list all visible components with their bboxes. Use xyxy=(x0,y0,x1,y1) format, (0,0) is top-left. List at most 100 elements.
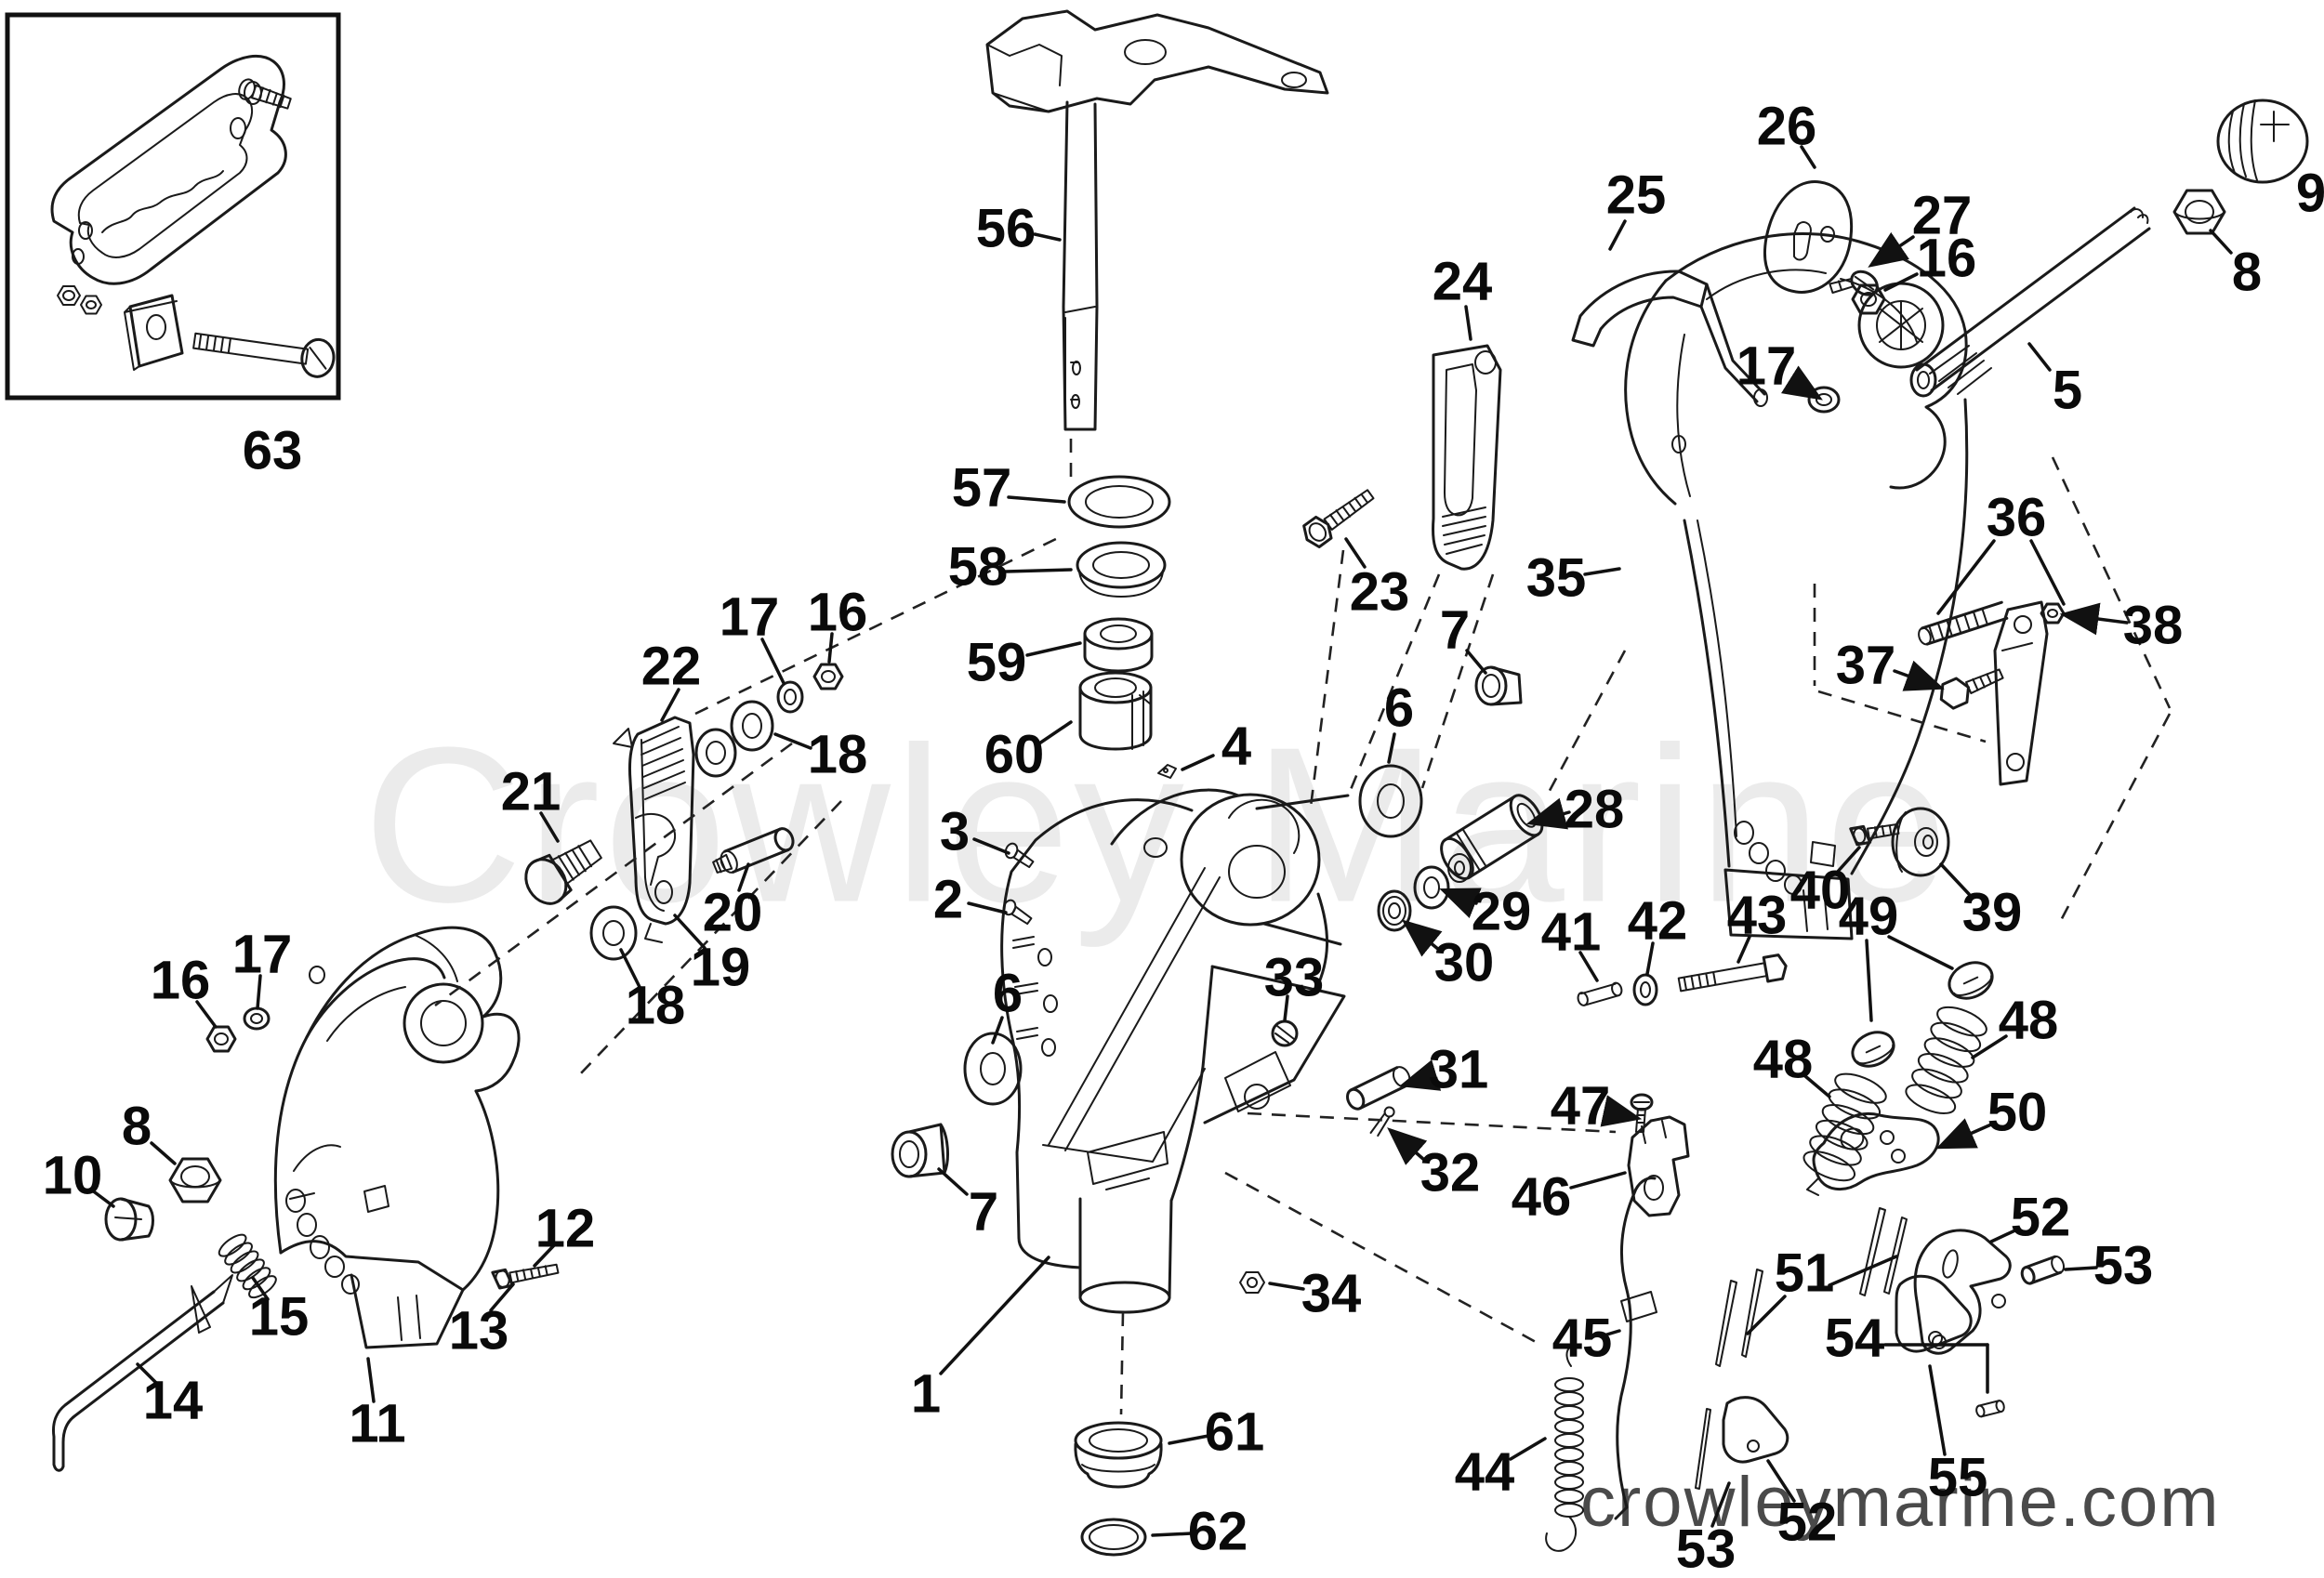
transom-plate-drawing xyxy=(50,54,287,285)
callout-leader-48 xyxy=(1803,1074,1831,1098)
bushing-7-left-drawing xyxy=(891,1123,949,1178)
part-callout-48: 48 xyxy=(1753,1030,1814,1090)
callout-leader-39 xyxy=(1939,862,1971,896)
part-callout-26: 26 xyxy=(1757,97,1817,157)
seal-30-drawing xyxy=(1377,889,1412,932)
callout-leader-13 xyxy=(489,1282,515,1312)
part-callout-47: 47 xyxy=(1551,1076,1611,1137)
part-callout-18: 18 xyxy=(808,725,868,785)
callout-leader-24 xyxy=(1464,305,1472,341)
spring-48-right-drawing xyxy=(1905,1006,1987,1114)
callout-leader-59 xyxy=(1025,641,1082,657)
callout-leader-3 xyxy=(972,837,1010,855)
callout-leader-5 xyxy=(2027,342,2052,372)
callout-leader-30 xyxy=(1401,919,1443,957)
callout-leader-8 xyxy=(150,1141,177,1165)
pin-53a-drawing xyxy=(2020,1255,2066,1285)
nut-16-left-drawing xyxy=(205,1025,237,1053)
plug-33-drawing xyxy=(1271,1019,1299,1047)
ratchet-lever-24-drawing xyxy=(1432,344,1502,571)
part-callout-32: 32 xyxy=(1420,1143,1481,1203)
washers-18-drawing xyxy=(589,700,774,961)
part-callout-43: 43 xyxy=(1727,886,1788,946)
washer-17-lever-drawing xyxy=(776,680,804,714)
callout-leader-56 xyxy=(1033,232,1062,242)
callout-leader-12 xyxy=(533,1243,556,1268)
washer-17-left-drawing xyxy=(243,1006,271,1031)
washers-29-drawing xyxy=(1413,853,1472,910)
callout-leader-14 xyxy=(136,1362,160,1387)
part-callout-33: 33 xyxy=(1264,948,1325,1008)
pin-54-drawing xyxy=(1975,1400,2005,1418)
part-callout-7: 7 xyxy=(969,1182,998,1243)
inset-bolt-drawing xyxy=(192,332,336,378)
part-callout-37: 37 xyxy=(1836,636,1896,696)
callout-leader-31 xyxy=(1398,1059,1442,1091)
callout-leader-36 xyxy=(2029,539,2066,606)
callout-leader-20 xyxy=(737,862,750,892)
center-watermark: Crowley Marine xyxy=(363,703,1951,949)
part-callout-2: 2 xyxy=(933,870,963,930)
part-callout-8: 8 xyxy=(2232,243,2262,303)
part-callout-3: 3 xyxy=(940,802,970,862)
right-swivel-bracket-drawing xyxy=(1624,232,1969,940)
callout-leader-35 xyxy=(1583,567,1621,576)
bolt-43-drawing xyxy=(1677,953,1788,993)
part-callout-39: 39 xyxy=(1962,883,2023,943)
part-callout-9: 9 xyxy=(2296,164,2324,224)
callout-leader-62 xyxy=(1151,1532,1194,1537)
part-callout-56: 56 xyxy=(976,199,1037,259)
part-callout-58: 58 xyxy=(948,537,1009,598)
callout-leader-46 xyxy=(1569,1171,1627,1190)
construction-lines xyxy=(434,439,2172,1415)
part-callout-10: 10 xyxy=(43,1146,103,1206)
part-callout-23: 23 xyxy=(1350,562,1410,623)
cap-10-drawing xyxy=(104,1197,154,1242)
callout-leader-32 xyxy=(1387,1127,1428,1165)
dashed-construction-line xyxy=(1309,549,1345,808)
dashed-construction-line xyxy=(1348,573,1441,793)
part-callout-17: 17 xyxy=(720,587,780,648)
part-callout-45: 45 xyxy=(1552,1308,1613,1369)
callout-leader-21 xyxy=(539,811,560,843)
part-callout-20: 20 xyxy=(703,883,763,943)
callout-leader-18 xyxy=(619,948,641,989)
bolt-21-drawing xyxy=(524,839,602,905)
callout-leader-48 xyxy=(1971,1034,2008,1059)
oring-42-drawing xyxy=(1632,973,1658,1006)
callout-leader-49 xyxy=(1865,939,1873,1022)
part-callout-41: 41 xyxy=(1541,902,1602,963)
dashed-construction-line xyxy=(1247,1111,1617,1134)
part-callout-16: 16 xyxy=(151,951,211,1011)
part-callout-49: 49 xyxy=(1839,887,1899,947)
dashed-construction-line xyxy=(694,535,1061,716)
spring-48-left-drawing xyxy=(1802,1072,1887,1182)
callout-leader-18 xyxy=(773,732,812,750)
part-callout-14: 14 xyxy=(143,1371,204,1431)
callout-leader-38 xyxy=(2059,602,2129,636)
tilt-shaft-5-drawing xyxy=(1909,206,2151,398)
part-callout-48: 48 xyxy=(1999,991,2059,1051)
callout-leader-60 xyxy=(1037,720,1073,745)
part-callout-19: 19 xyxy=(691,938,751,998)
part-callout-57: 57 xyxy=(952,458,1012,519)
screw-3-drawing xyxy=(1004,842,1035,869)
release-lever-22-drawing xyxy=(613,716,695,943)
callout-leader-53 xyxy=(1710,1481,1731,1528)
callout-leader-16 xyxy=(195,1000,218,1029)
part-callout-38: 38 xyxy=(2123,596,2184,656)
inset-pad-drawing xyxy=(124,294,184,371)
part-callout-31: 31 xyxy=(1429,1040,1489,1100)
part-callout-60: 60 xyxy=(984,725,1045,785)
callout-leader-58 xyxy=(1004,568,1073,573)
part-callout-15: 15 xyxy=(249,1287,310,1348)
callout-leader-26 xyxy=(1800,145,1816,169)
part-callout-53: 53 xyxy=(1676,1519,1736,1578)
callout-leader-50 xyxy=(1935,1118,1993,1150)
washer-6-left-drawing xyxy=(963,1032,1023,1106)
callout-leader-51 xyxy=(1746,1295,1787,1335)
part-callout-59: 59 xyxy=(967,633,1027,693)
dashed-construction-line xyxy=(1543,650,1627,800)
dashed-construction-line xyxy=(1119,1311,1125,1415)
